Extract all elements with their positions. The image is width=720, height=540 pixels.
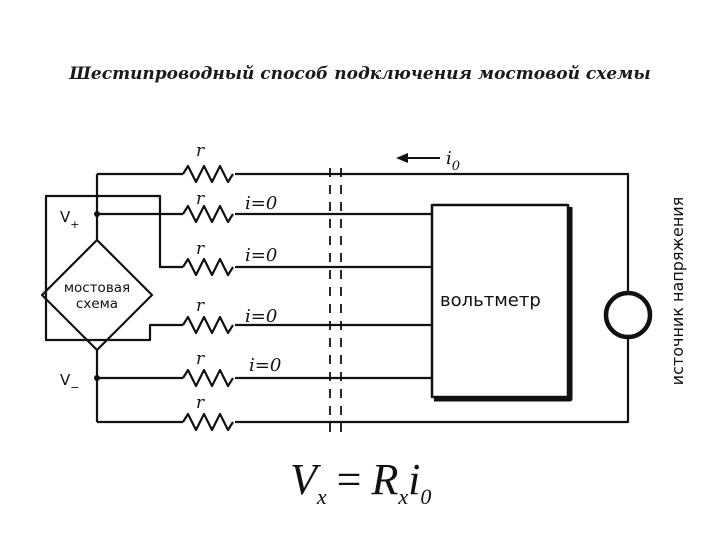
terminal-dot-bottom — [94, 375, 100, 381]
v-plus-sub: + — [70, 218, 79, 231]
formula-lhs-sub: x — [316, 483, 327, 509]
voltmeter-label: вольтметр — [440, 290, 541, 311]
resistor-1 — [182, 164, 234, 184]
current-i0-sub: 0 — [452, 159, 460, 174]
resistor-5 — [182, 368, 234, 388]
bridge-diamond — [40, 238, 154, 352]
voltmeter-box — [430, 203, 570, 399]
bridge-label-line2: схема — [76, 296, 118, 312]
wire-4 — [44, 202, 432, 342]
resistor-6-label: r — [196, 393, 205, 413]
wire-1 — [97, 172, 630, 292]
formula-i-sub: 0 — [420, 483, 432, 509]
v-minus-label: V− — [60, 371, 79, 394]
voltmeter-shadow — [434, 207, 573, 402]
diagram-title: Шестипроводный способ подключения мостов… — [69, 64, 651, 84]
bridge-left-loop — [44, 194, 97, 202]
zero-current-label-4: i=0 — [249, 355, 281, 376]
wire-3 — [97, 194, 432, 269]
terminal-dot-top — [94, 211, 100, 217]
resistor-4 — [182, 315, 234, 335]
formula-r-sub: x — [398, 483, 409, 509]
voltage-source-circle — [603, 290, 653, 340]
resistor-2 — [182, 204, 234, 224]
current-arrow-head — [396, 153, 408, 163]
v-plus-label: V+ — [60, 208, 79, 231]
zero-current-label-2: i=0 — [245, 245, 277, 266]
v-plus-main: V — [60, 208, 71, 226]
formula-r: R — [371, 455, 399, 504]
bridge-label-line1: мостовая — [64, 280, 130, 296]
resistor-2-label: r — [196, 189, 205, 209]
formula-lhs: V — [290, 455, 317, 504]
resistor-3 — [182, 257, 234, 277]
resistor-4-label: r — [196, 296, 205, 316]
v-minus-sub: − — [70, 381, 79, 394]
current-i0-main: i — [446, 148, 452, 169]
current-i0-label: i0 — [446, 148, 460, 174]
resistor-6 — [182, 412, 234, 432]
resistor-1-label: r — [196, 141, 205, 161]
formula-i: i — [408, 455, 421, 504]
resistor-3-label: r — [196, 239, 205, 259]
formula: Vx=Rxi0 — [290, 454, 460, 510]
resistor-5-label: r — [196, 349, 205, 369]
voltage-source-label: источник напряжения — [668, 197, 687, 386]
zero-current-label-3: i=0 — [245, 306, 277, 327]
zero-current-label-1: i=0 — [245, 193, 277, 214]
v-minus-main: V — [60, 371, 71, 389]
formula-equals: = — [336, 455, 362, 504]
wire-6 — [97, 338, 630, 424]
